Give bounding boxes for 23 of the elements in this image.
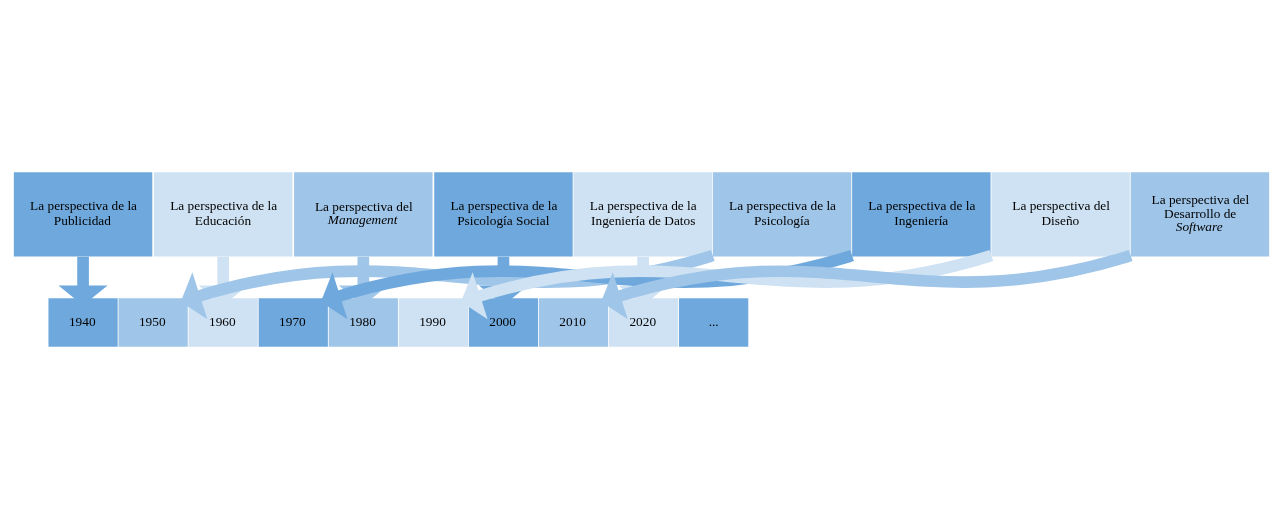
node-box: 1970 xyxy=(258,298,328,347)
node-box: ... xyxy=(679,298,749,347)
arrow xyxy=(601,249,1134,320)
arrow xyxy=(180,249,716,320)
node-box: 1950 xyxy=(118,298,188,347)
node-box: 1980 xyxy=(328,298,398,347)
node-box: La perspectiva de la Psicología Social xyxy=(434,172,573,257)
node-box: 2020 xyxy=(608,298,679,347)
node-box: La perspectiva de la Ingeniería de Datos xyxy=(573,172,712,257)
node-box: La perspectiva del Desarrollo de Software xyxy=(1130,172,1270,257)
node-box: La perspectiva de la Publicidad xyxy=(13,172,153,257)
node-box: 1960 xyxy=(188,298,258,347)
node-box: La perspectiva del Management xyxy=(294,172,433,257)
arrow xyxy=(461,249,994,320)
node-box: La perspectiva de la Educación xyxy=(153,172,293,257)
arrow xyxy=(320,249,855,320)
node-box: La perspectiva del Diseño xyxy=(991,172,1130,257)
node-box: 2000 xyxy=(468,298,539,347)
node-box: La perspectiva de la Ingeniería xyxy=(852,172,991,257)
node-box: La perspectiva de la Psicología xyxy=(712,172,852,257)
node-box: 2010 xyxy=(538,298,609,347)
node-box: 1940 xyxy=(48,298,118,347)
node-box: 1990 xyxy=(398,298,468,347)
